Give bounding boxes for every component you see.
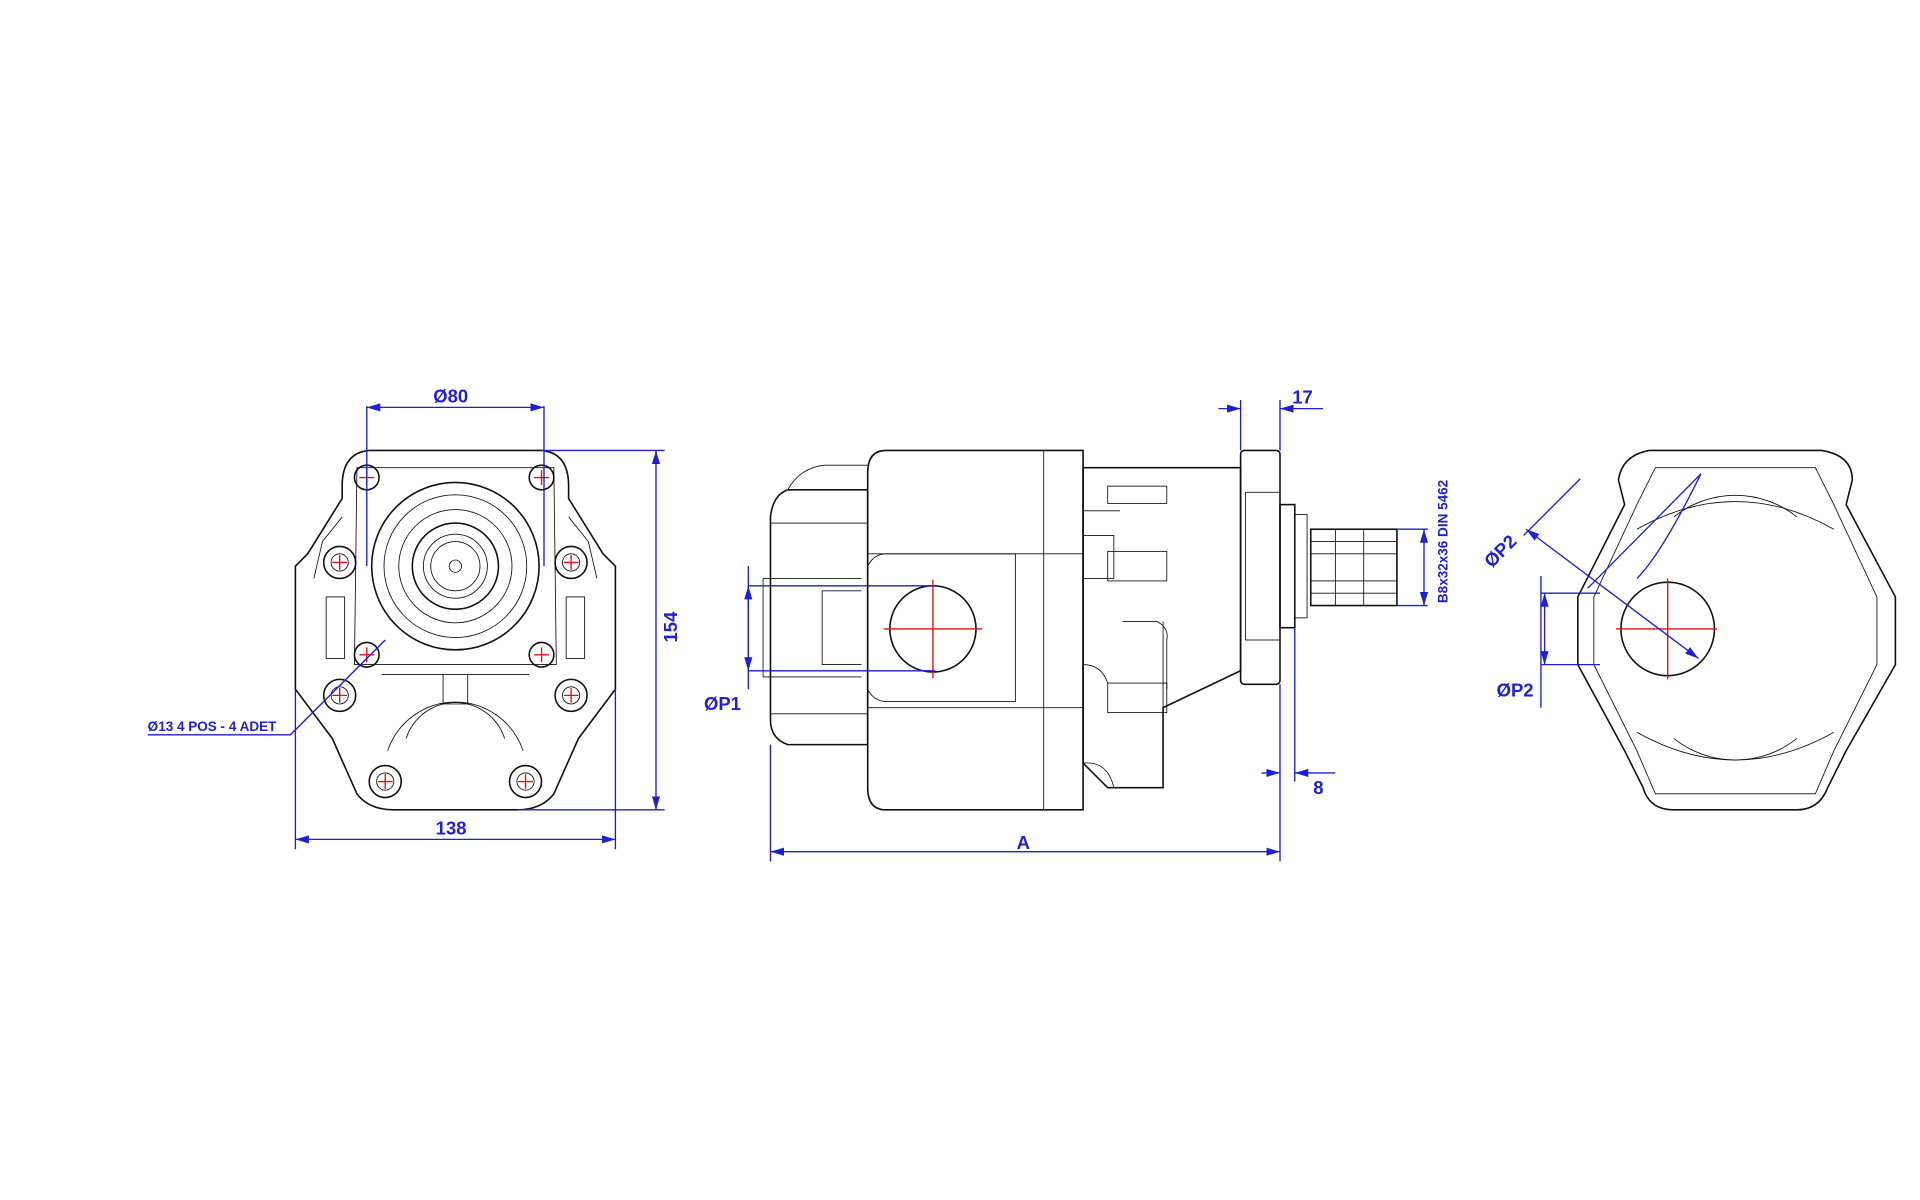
side-view: ØP1 A 17 8 B8x32x36 DIN 5462 [704,387,1450,862]
dim-length-a-label: A [1017,832,1030,853]
front-view: Ø80 154 138 Ø13 4 POS - 4 ADET [148,385,681,850]
hole-note-label: Ø13 4 POS - 4 ADET [148,719,277,734]
dim-pilot-label: 8 [1313,777,1323,798]
dim-height-label: 154 [660,611,681,643]
shaft-spec-label: B8x32x36 DIN 5462 [1435,480,1450,603]
mount-holes [322,545,588,799]
rear-view: ØP2 ØP2 [1480,449,1897,811]
dim-port-p2-diag-label: ØP2 [1480,530,1521,571]
dim-port-p2-label: ØP2 [1497,680,1534,701]
dim-port-p1-label: ØP1 [704,693,741,714]
dim-bore-label: Ø80 [433,385,468,406]
dim-width-label: 138 [436,817,467,838]
dim-flange-label: 17 [1292,387,1313,408]
